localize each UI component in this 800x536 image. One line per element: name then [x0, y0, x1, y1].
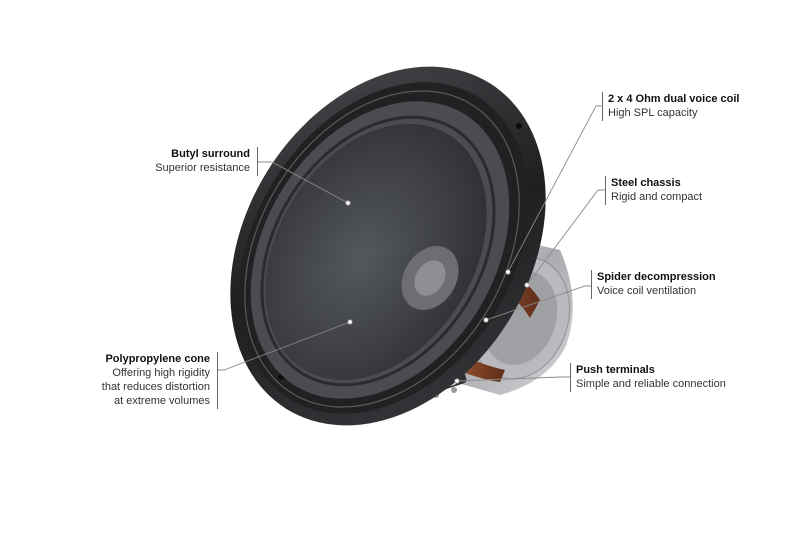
callout-bar-butyl: [257, 147, 259, 176]
callout-voice-coil: 2 x 4 Ohm dual voice coil High SPL capac…: [608, 92, 739, 120]
callout-push-terminals: Push terminals Simple and reliable conne…: [576, 363, 726, 391]
callout-bar-terminals: [570, 363, 572, 392]
callout-butyl-surround: Butyl surround Superior resistance: [155, 147, 250, 175]
callout-steel-chassis: Steel chassis Rigid and compact: [611, 176, 702, 204]
callout-title: Butyl surround: [171, 148, 250, 160]
callout-spider-decompression: Spider decompression Voice coil ventilat…: [597, 270, 716, 298]
callout-bar-spider: [591, 270, 593, 299]
callout-title: Steel chassis: [611, 177, 681, 189]
leader-dots: [345, 200, 530, 384]
callout-title: Spider decompression: [597, 271, 716, 283]
callout-bar-chassis: [605, 176, 607, 205]
callout-desc: that reduces distortion: [101, 381, 210, 393]
callout-desc: Voice coil ventilation: [597, 285, 697, 297]
callout-bar-cone: [217, 352, 219, 409]
callout-desc: High SPL capacity: [608, 107, 698, 119]
callout-desc: Simple and reliable connection: [576, 378, 726, 390]
callout-desc: Rigid and compact: [611, 191, 703, 203]
callout-desc: Superior resistance: [155, 162, 250, 174]
callout-title: Polypropylene cone: [105, 353, 210, 365]
callout-title: Push terminals: [576, 364, 655, 376]
callout-desc: at extreme volumes: [114, 395, 210, 407]
callout-polypropylene-cone: Polypropylene cone Offering high rigidit…: [102, 352, 210, 408]
callout-title: 2 x 4 Ohm dual voice coil: [608, 93, 740, 105]
leader-lines: [218, 105, 606, 382]
callout-desc: Offering high rigidity: [112, 367, 210, 379]
callout-bar-voice-coil: [602, 92, 604, 121]
